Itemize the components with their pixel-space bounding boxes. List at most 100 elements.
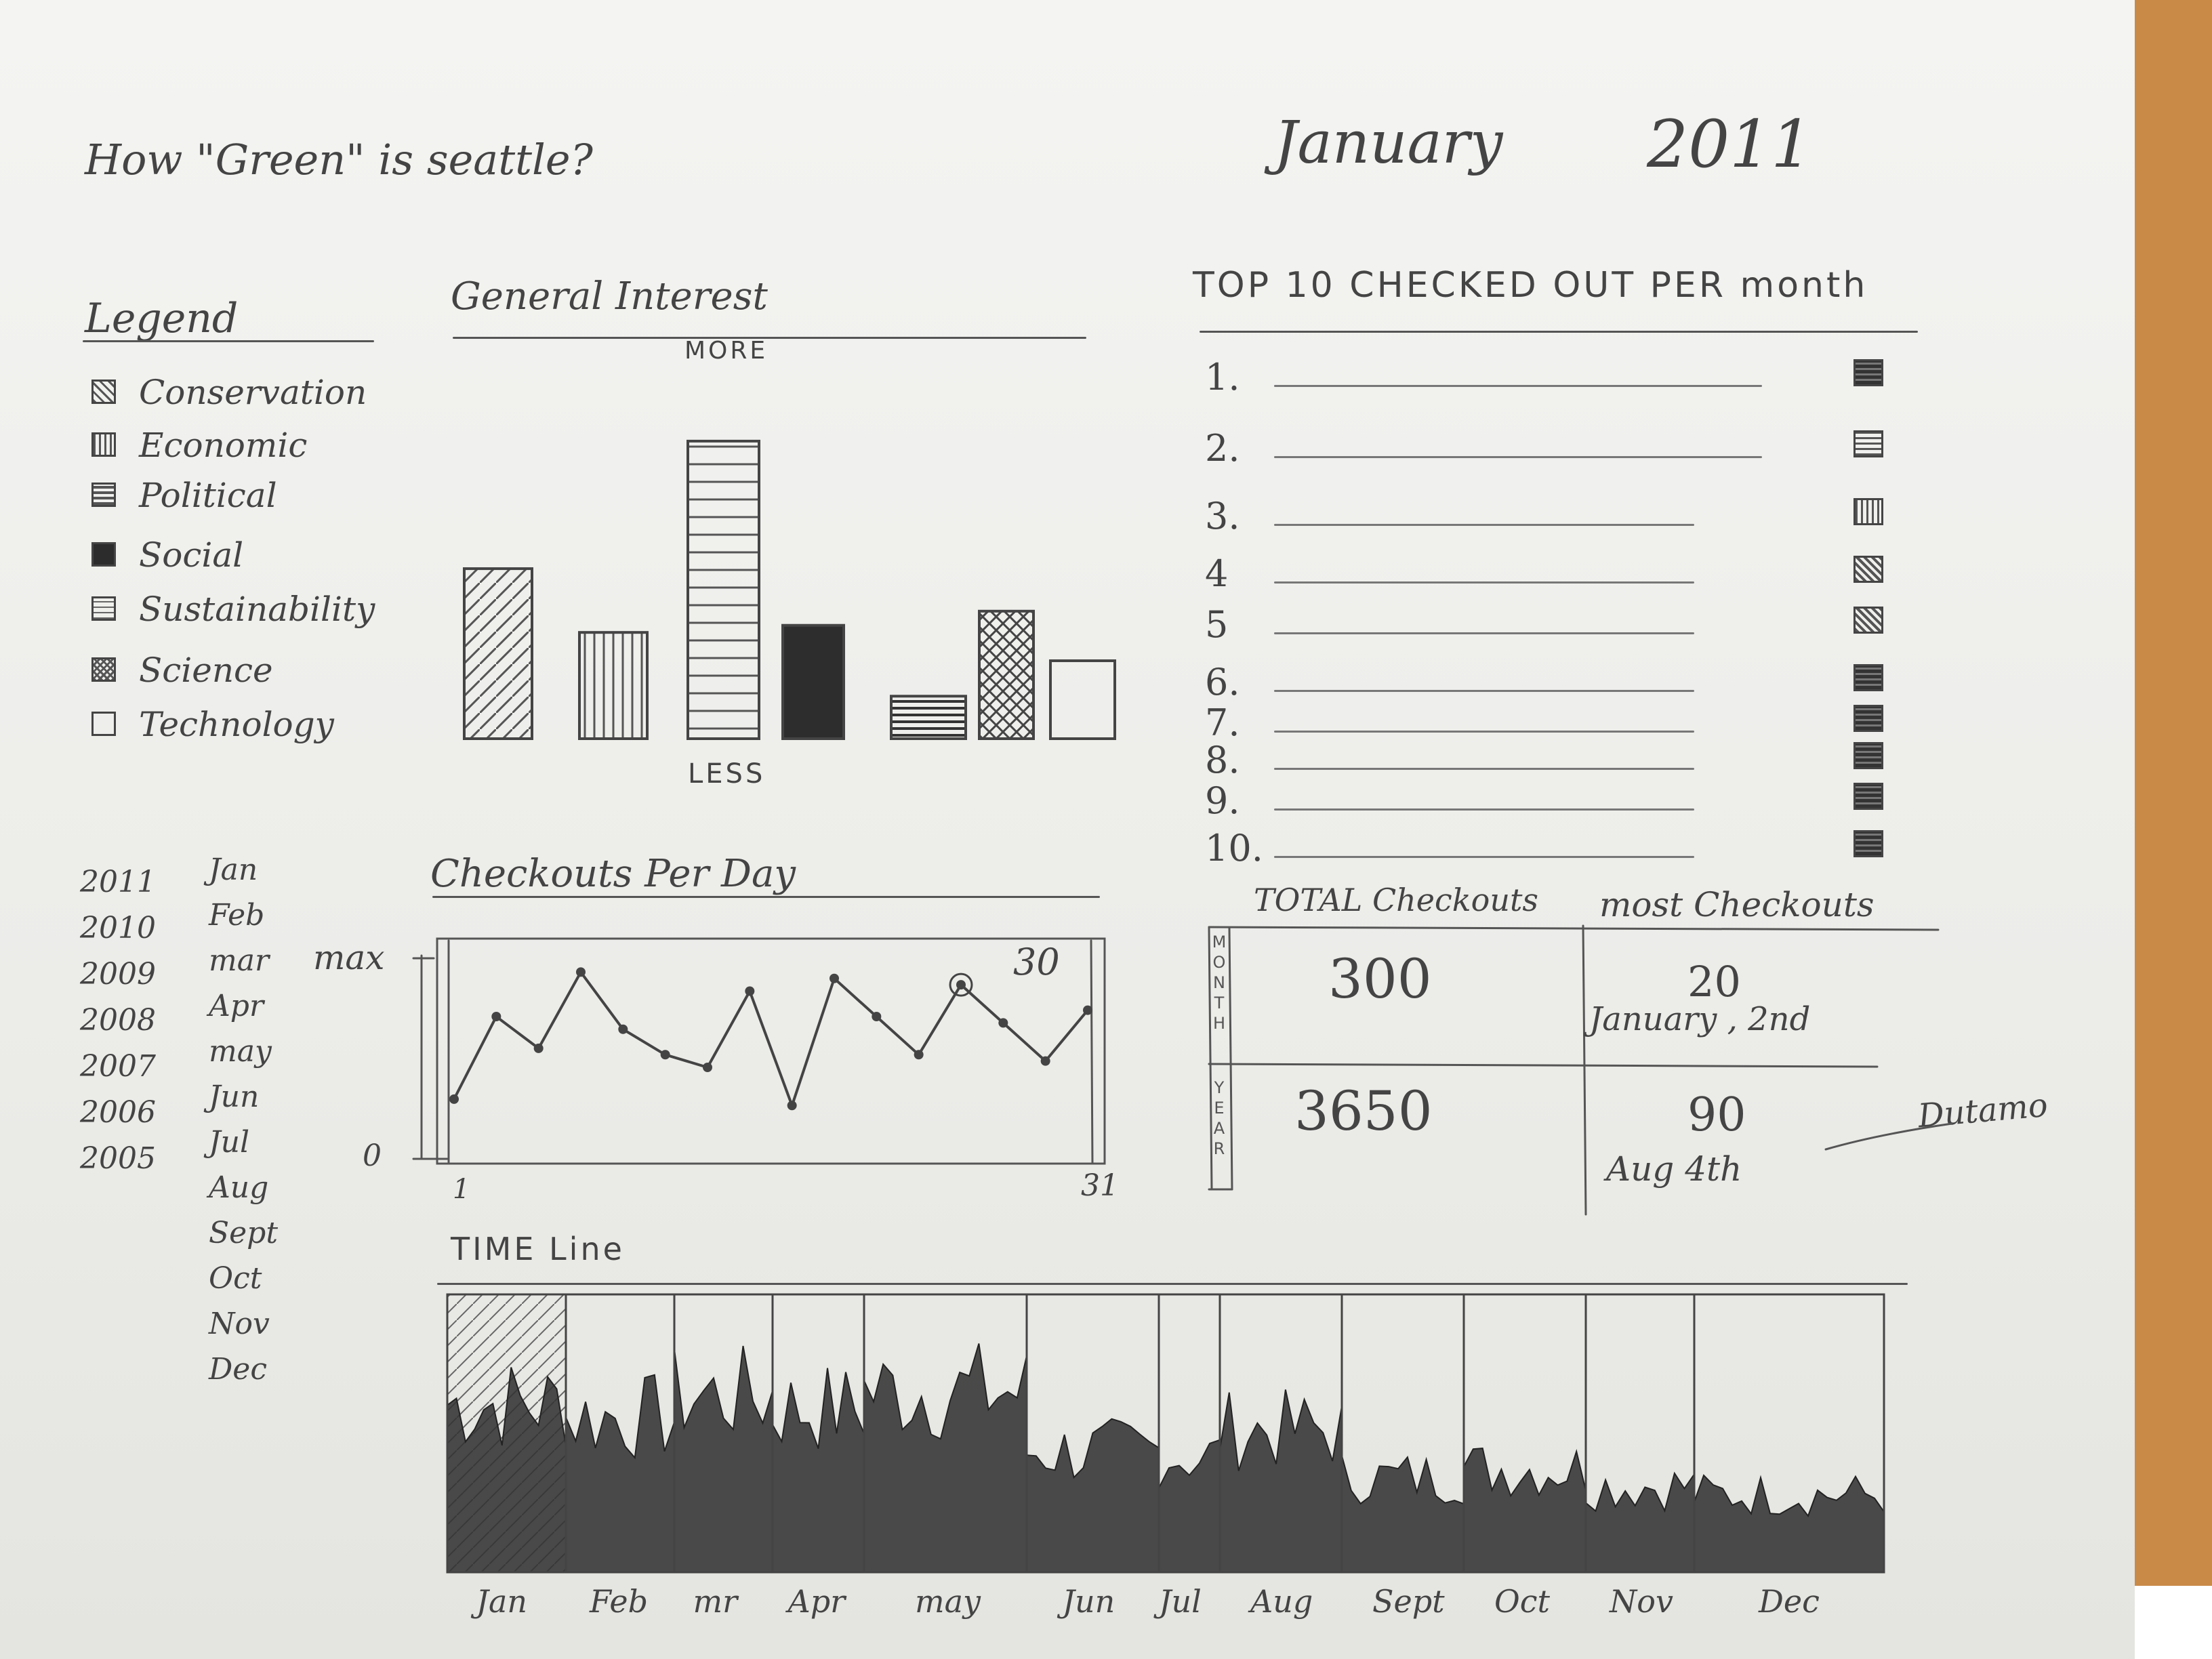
top10-item-line[interactable] (1274, 808, 1694, 811)
checkouts-per-day-chart (412, 937, 1106, 1165)
checkouts-per-day-title: Checkouts Per Day (430, 852, 796, 896)
legend-swatch-icon (91, 657, 116, 682)
stats-table-grid (1208, 924, 1940, 1216)
month-item[interactable]: Dec (209, 1352, 267, 1387)
year-row-label: YEAR (1213, 1078, 1225, 1158)
interest-bar[interactable] (890, 695, 967, 741)
interest-bar[interactable] (978, 609, 1035, 740)
x-start-label: 1 (453, 1174, 470, 1205)
legend-item: Economic (91, 428, 417, 462)
interest-bar[interactable] (463, 567, 533, 740)
year-total-value: 3650 (1294, 1080, 1433, 1143)
legend-label: Science (139, 651, 273, 690)
checkouts-point[interactable] (998, 1018, 1008, 1028)
month-item[interactable]: Apr (209, 989, 264, 1023)
checkouts-point[interactable] (449, 1094, 459, 1104)
top10-underline (1200, 331, 1918, 333)
month-item[interactable]: mar (209, 943, 269, 978)
legend-item: Social (91, 538, 417, 572)
legend-swatch-icon (91, 380, 116, 404)
checkouts-point[interactable] (745, 986, 755, 996)
month-item[interactable]: may (209, 1034, 272, 1069)
month-item[interactable]: Jan (209, 853, 258, 887)
timeline-month-label[interactable]: Aug (1250, 1583, 1313, 1620)
checkouts-line (453, 969, 1089, 1110)
checkouts-point[interactable] (1040, 1056, 1050, 1066)
checkouts-point[interactable] (491, 1012, 501, 1021)
general-interest-underline (453, 337, 1086, 339)
checkouts-point[interactable] (533, 1043, 544, 1053)
line-chart-y-axis (412, 954, 449, 1160)
timeline-month-label[interactable]: may (915, 1583, 981, 1620)
interest-bar[interactable] (1049, 659, 1116, 740)
top10-item-line[interactable] (1274, 385, 1762, 387)
bar-more-label: MORE (684, 337, 769, 365)
checkouts-point[interactable] (914, 1050, 924, 1060)
year-item[interactable]: 2006 (80, 1095, 156, 1130)
top10-item-line[interactable] (1274, 456, 1762, 458)
peak-label: 30 (1013, 941, 1060, 983)
checkouts-point[interactable] (703, 1063, 712, 1072)
top10-rank: 7. (1205, 701, 1240, 744)
legend-underline (83, 340, 374, 342)
top10-category-icon (1853, 607, 1883, 634)
checkouts-point[interactable] (618, 1024, 628, 1034)
top10-category-icon (1853, 705, 1883, 732)
interest-bar[interactable] (578, 631, 649, 740)
month-item[interactable]: Feb (209, 898, 265, 933)
checkouts-point[interactable] (576, 967, 586, 977)
top10-item-line[interactable] (1274, 632, 1694, 634)
year-item[interactable]: 2009 (80, 957, 156, 991)
timeline-area (447, 1343, 1885, 1573)
month-header: January (1274, 109, 1503, 177)
top10-item-line[interactable] (1274, 690, 1694, 692)
top10-rank: 5 (1205, 603, 1229, 646)
line-chart-range-handle[interactable] (447, 939, 1094, 1165)
month-row-label: MONTH (1212, 933, 1227, 1033)
interest-bar[interactable] (687, 439, 760, 741)
top10-item-line[interactable] (1274, 731, 1694, 733)
top10-item-line[interactable] (1274, 524, 1694, 526)
timeline-month-label[interactable]: Jun (1062, 1583, 1115, 1620)
timeline-month-label[interactable]: Feb (590, 1583, 649, 1620)
year-item[interactable]: 2005 (80, 1141, 156, 1176)
year-most-value: 90 (1687, 1088, 1746, 1142)
legend-item: Technology (91, 708, 417, 741)
top10-item-line[interactable] (1274, 768, 1694, 770)
legend-title: Legend (85, 295, 239, 342)
timeline-month-label[interactable]: Jan (476, 1583, 528, 1620)
legend-label: Economic (139, 426, 308, 465)
month-item[interactable]: Aug (209, 1170, 269, 1205)
month-item[interactable]: Jul (209, 1125, 250, 1160)
year-item[interactable]: 2007 (80, 1049, 156, 1084)
timeline-month-label[interactable]: Dec (1759, 1583, 1820, 1620)
top10-category-icon (1853, 783, 1883, 810)
top10-item-line[interactable] (1274, 856, 1694, 858)
month-item[interactable]: Oct (209, 1261, 262, 1296)
timeline-month-label[interactable]: mr (693, 1583, 738, 1620)
selected-day-marker[interactable] (949, 972, 973, 997)
legend-swatch-icon (91, 432, 116, 457)
checkouts-point[interactable] (872, 1012, 882, 1021)
month-item[interactable]: Nov (209, 1307, 270, 1341)
checkouts-point[interactable] (787, 1101, 797, 1111)
checkouts-point[interactable] (1083, 1005, 1092, 1015)
top10-category-icon (1853, 830, 1883, 857)
timeline-month-label[interactable]: Sept (1372, 1583, 1445, 1620)
timeline-month-label[interactable]: Jul (1159, 1583, 1202, 1620)
year-item[interactable]: 2011 (80, 865, 156, 899)
top10-item-line[interactable] (1274, 581, 1694, 583)
timeline-month-label[interactable]: Apr (787, 1583, 846, 1620)
timeline-month-label[interactable]: Nov (1610, 1583, 1673, 1620)
checkouts-point[interactable] (660, 1050, 670, 1060)
interest-bar[interactable] (781, 623, 845, 740)
year-item[interactable]: 2010 (80, 911, 156, 945)
checkouts-point[interactable] (830, 973, 839, 983)
year-item[interactable]: 2008 (80, 1003, 156, 1038)
month-item[interactable]: Jun (209, 1080, 260, 1114)
month-item[interactable]: Sept (209, 1216, 279, 1250)
timeline-month-label[interactable]: Oct (1494, 1583, 1550, 1620)
legend-label: Social (139, 535, 244, 575)
checkouts-point[interactable] (956, 980, 966, 990)
top10-rank: 10. (1205, 827, 1263, 869)
